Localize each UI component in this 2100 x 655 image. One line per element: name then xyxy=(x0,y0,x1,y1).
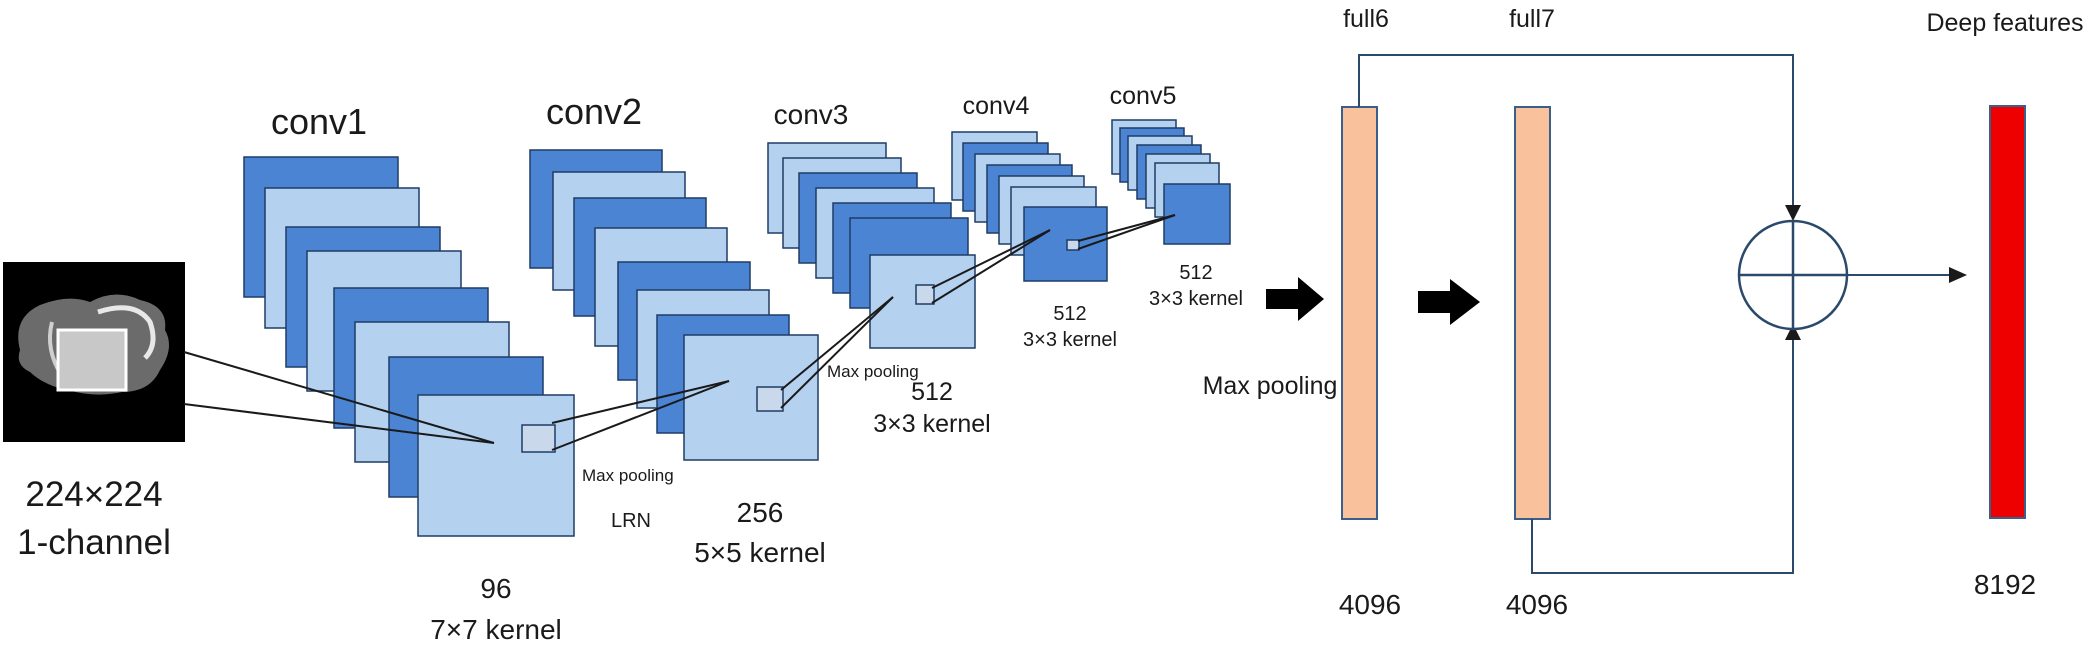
full6-units-label: 4096 xyxy=(1339,589,1401,620)
block-arrow-icon xyxy=(1418,279,1480,325)
conv5-stack xyxy=(1111,119,1231,245)
full7-units-label: 4096 xyxy=(1506,589,1568,620)
deep-features-units-label: 8192 xyxy=(1974,569,2036,600)
conv5-filters-label: 512 xyxy=(1179,262,1212,284)
conv2-kernel-label: 5×5 kernel xyxy=(694,537,826,568)
conv3-title: conv3 xyxy=(774,99,849,130)
conv5-kernel-label: 3×3 kernel xyxy=(1149,288,1243,310)
conv1-lrn-label: LRN xyxy=(611,510,651,532)
conv1-stack xyxy=(243,156,575,537)
conv2-title: conv2 xyxy=(546,91,642,132)
conv1-title: conv1 xyxy=(271,101,367,142)
conv4-stack xyxy=(951,131,1108,282)
conv2-filters-label: 256 xyxy=(737,497,784,528)
input-image xyxy=(3,262,185,442)
arrowhead-icon xyxy=(1949,267,1967,283)
conv3-stack xyxy=(767,142,976,349)
conv5-title: conv5 xyxy=(1110,82,1177,110)
concat-plus-icon xyxy=(1737,219,1849,331)
conv4-kernel-label: 3×3 kernel xyxy=(1023,329,1117,351)
conv1-filters-label: 96 xyxy=(480,573,511,604)
conv2-stack xyxy=(529,149,819,461)
conv1-maxpool-label: Max pooling xyxy=(582,466,674,485)
block-arrow-icon xyxy=(1266,277,1324,321)
full6-title: full6 xyxy=(1343,5,1389,33)
conv3-kernel-label: 3×3 kernel xyxy=(873,410,990,438)
conv4-title: conv4 xyxy=(963,92,1030,120)
deep-features-title: Deep features xyxy=(1926,9,2083,37)
arrowhead-icon xyxy=(1785,205,1801,221)
fusion-connectors xyxy=(1358,54,1950,574)
conv1-kernel-label: 7×7 kernel xyxy=(430,614,562,645)
conv2-maxpool-label: Max pooling xyxy=(827,362,919,381)
arrowhead-icon xyxy=(1785,324,1801,340)
deep-features-bar xyxy=(1989,105,2026,519)
full7-bar xyxy=(1514,106,1551,520)
receptive-field-lines xyxy=(183,214,1176,451)
conv3-filters-label: 512 xyxy=(911,378,953,406)
input-size-label: 224×224 xyxy=(25,475,162,514)
full7-title: full7 xyxy=(1509,5,1555,33)
input-channels-label: 1-channel xyxy=(17,523,171,562)
conv5-maxpool-label: Max pooling xyxy=(1203,372,1338,400)
full6-bar xyxy=(1341,106,1378,520)
conv4-filters-label: 512 xyxy=(1053,303,1086,325)
